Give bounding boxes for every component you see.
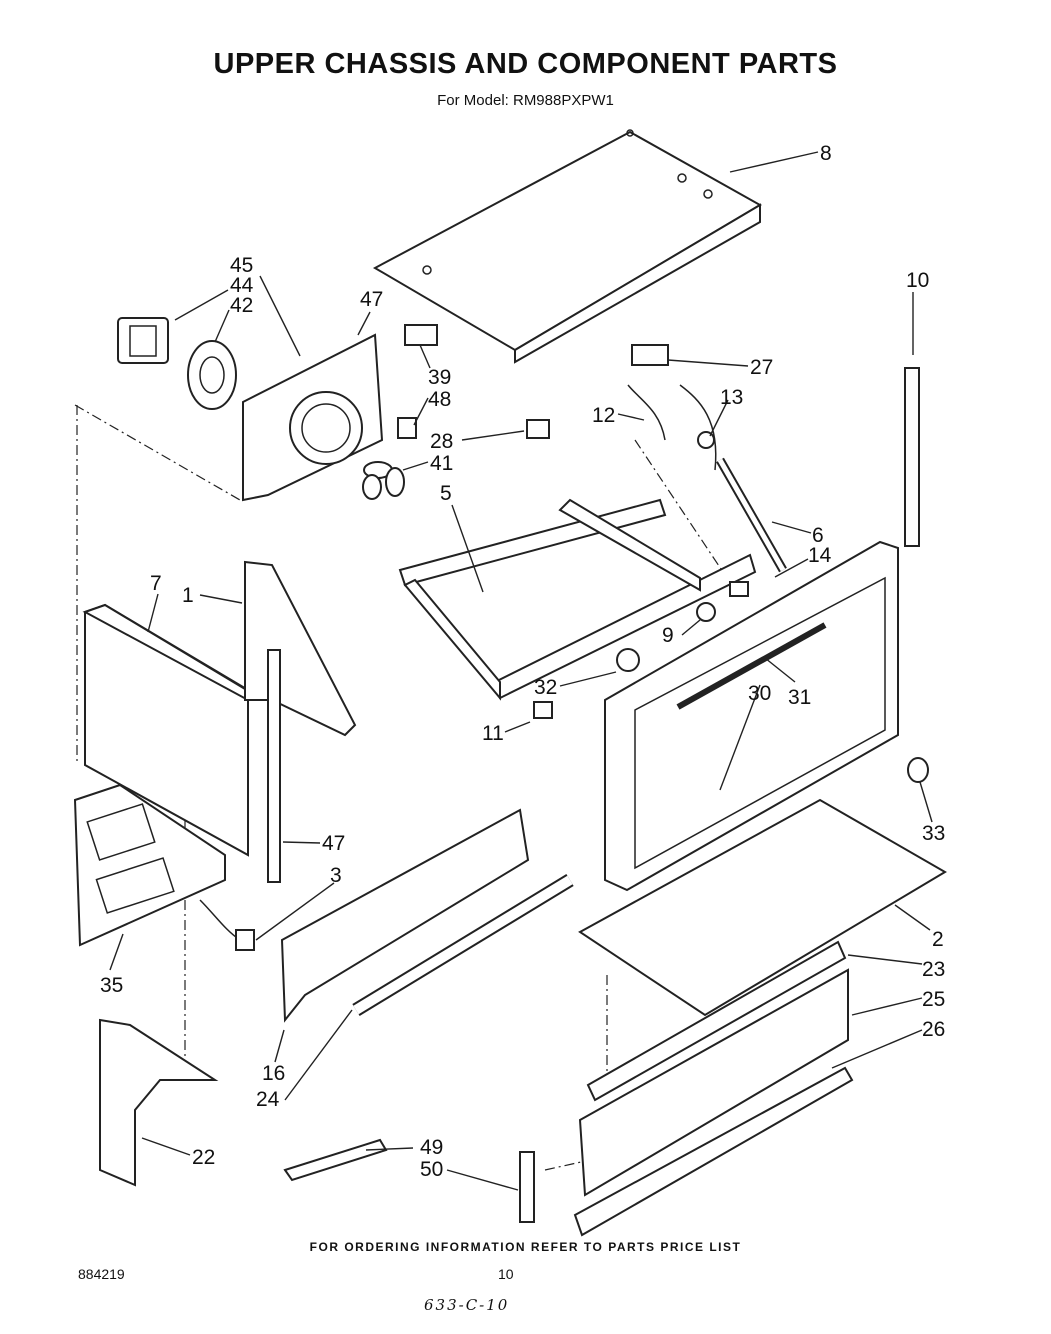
back-panel-part-35	[73, 783, 226, 947]
knob-part-9	[696, 602, 716, 622]
connector-part-3	[199, 899, 255, 951]
lower-rail-part-26	[573, 1066, 854, 1237]
callout-28: 28	[430, 430, 453, 453]
callout-7: 7	[150, 572, 162, 595]
fan-blade-part-41	[362, 461, 405, 500]
bottom-tray-part-2	[578, 798, 947, 1017]
callout-24: 24	[256, 1088, 280, 1111]
callout-33: 33	[922, 822, 945, 845]
callout-9: 9	[662, 624, 674, 647]
callout-35: 35	[100, 974, 123, 997]
corner-panel-part-22	[99, 1018, 219, 1187]
door-frame-part-30	[604, 540, 899, 892]
button-part-33	[907, 757, 929, 783]
callout-2: 2	[932, 928, 944, 951]
callout-26: 26	[922, 1018, 945, 1041]
fan-motor-part-44	[117, 317, 169, 364]
callout-6: 6	[812, 524, 824, 547]
alignment-line	[544, 1159, 591, 1171]
fan-guard-part-42	[187, 340, 237, 410]
gasket-strip-part-47	[267, 649, 281, 883]
callout-39: 39	[428, 366, 451, 389]
callout-25: 25	[922, 988, 945, 1011]
bracket-part-14	[729, 581, 749, 597]
bracket-part-39	[404, 324, 438, 346]
callout-27: 27	[750, 356, 773, 379]
handwritten-note: 633-C-10	[424, 1296, 510, 1314]
part-32	[616, 648, 640, 672]
wire-part-12	[627, 384, 666, 441]
callout-10: 10	[906, 269, 929, 292]
strip-part-49	[283, 1138, 388, 1182]
callout-50: 50	[420, 1158, 443, 1181]
bracket-part-27	[631, 344, 669, 366]
top-cover-part-8	[372, 129, 763, 364]
callout-41: 41	[430, 452, 453, 475]
left-panel-part-7	[82, 603, 257, 857]
callout-48: 48	[428, 388, 451, 411]
callout-44: 44	[230, 274, 254, 297]
rail-part-23	[586, 940, 847, 1102]
callout-42: 42	[230, 294, 253, 317]
leader-lines	[109, 151, 933, 1191]
callout-16: 16	[262, 1062, 285, 1085]
bracket-part-11	[533, 701, 553, 719]
callout-30: 30	[748, 682, 771, 705]
channel-part-16	[280, 808, 530, 1023]
callout-11: 11	[482, 722, 504, 745]
callout-1: 1	[182, 584, 194, 607]
document-number: 884219	[78, 1266, 125, 1282]
callout-8: 8	[820, 142, 832, 165]
callout-45: 45	[230, 254, 253, 277]
callout-47-strip: 47	[322, 832, 345, 855]
page-title: UPPER CHASSIS AND COMPONENT PARTS	[213, 48, 838, 80]
wire-part-13	[679, 384, 717, 471]
callout-14: 14	[808, 544, 832, 567]
bracket-part-28	[526, 419, 550, 439]
frame-part-5	[398, 498, 757, 701]
fan-shroud-part-47	[242, 333, 384, 502]
callout-47-shroud: 47	[360, 288, 383, 311]
side-strip-part-10	[904, 367, 920, 547]
callout-32: 32	[534, 676, 557, 699]
callout-22: 22	[192, 1146, 215, 1169]
page-number: 10	[498, 1266, 514, 1282]
model-subtitle: For Model: RM988PXPW1	[437, 92, 614, 109]
callout-49: 49	[420, 1136, 443, 1159]
alignment-line	[74, 404, 241, 501]
callout-5: 5	[440, 482, 452, 505]
bar-part-31	[676, 622, 827, 710]
callout-13: 13	[720, 386, 743, 409]
clip-part-48	[397, 417, 417, 439]
callout-23: 23	[922, 958, 945, 981]
divider-part-1	[244, 560, 357, 737]
switch-part-13	[697, 431, 715, 449]
callout-labels: 8 10 45 44 42 47 39 48 27 13 12 28 41 5 …	[100, 142, 945, 1181]
callout-31: 31	[788, 686, 811, 709]
ordering-note: FOR ORDERING INFORMATION REFER TO PARTS …	[309, 1240, 742, 1254]
callout-12: 12	[592, 404, 615, 427]
callout-3: 3	[330, 864, 342, 887]
front-panel-part-25	[578, 968, 849, 1197]
post-part-50	[519, 1151, 535, 1223]
